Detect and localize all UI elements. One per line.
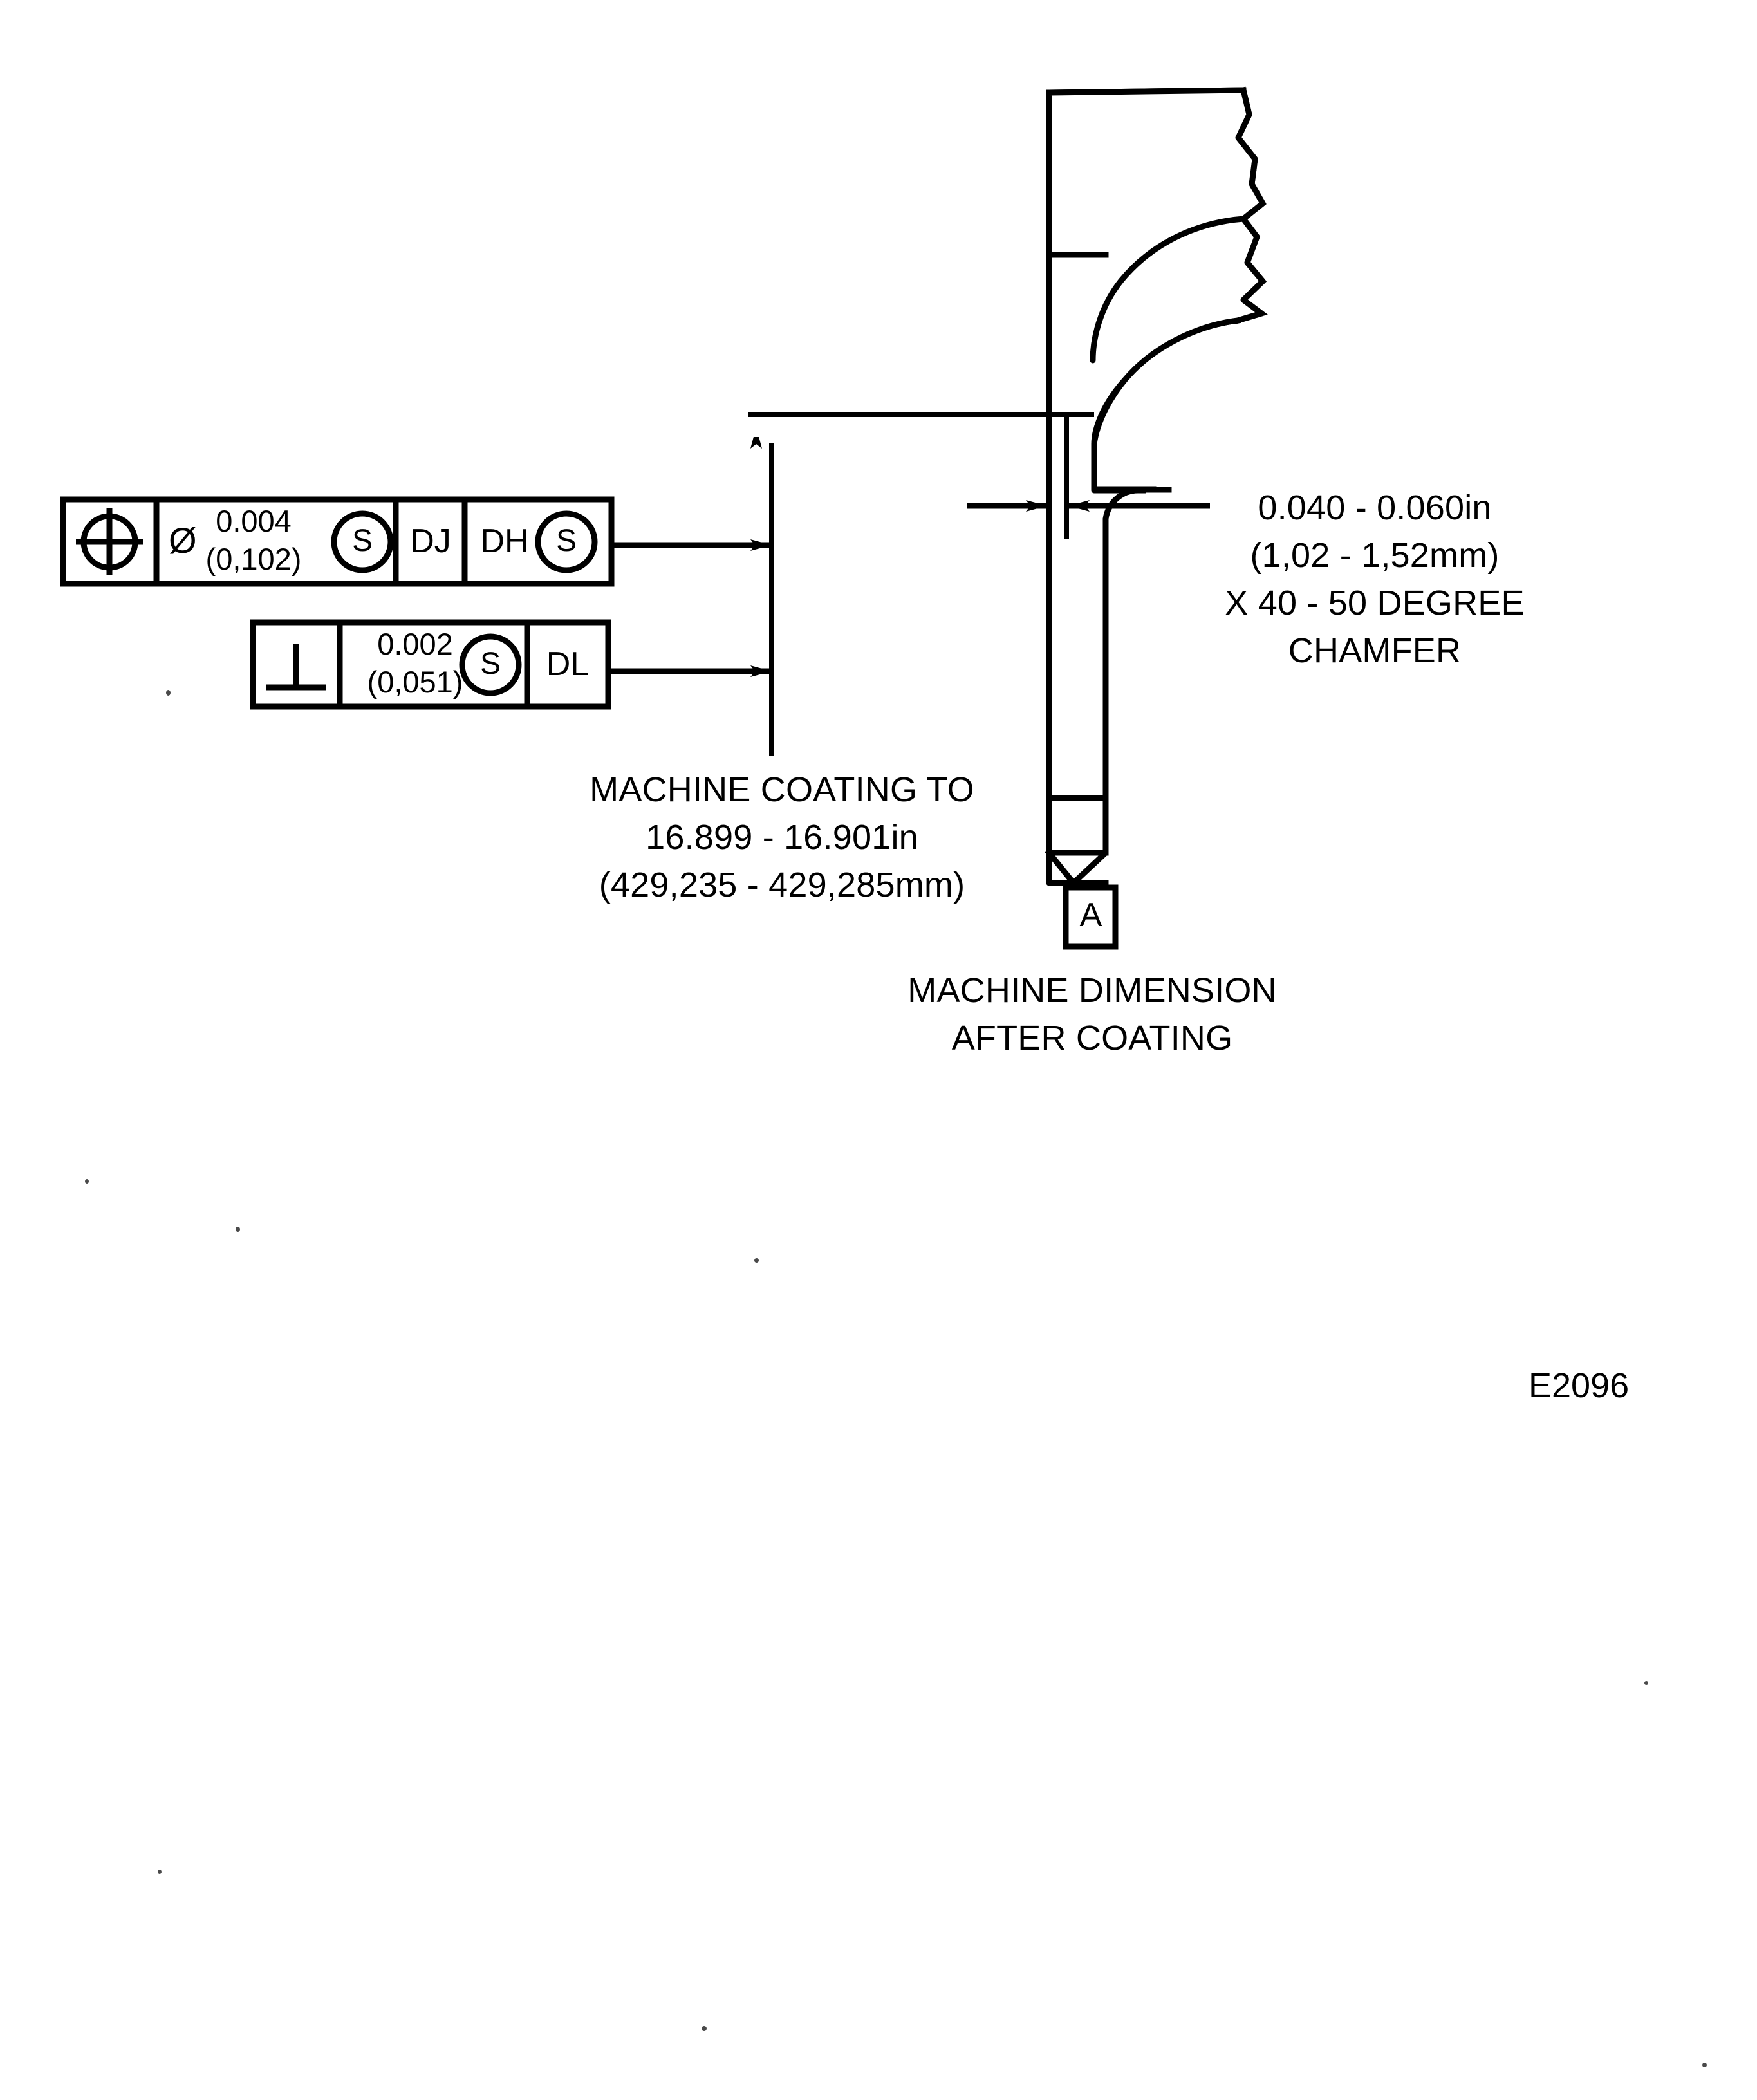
scan-speck <box>166 690 171 696</box>
figure-id-label: E2096 <box>1529 1366 1630 1405</box>
scan-speck <box>158 1870 162 1874</box>
position-datum-dh: DH <box>480 523 529 560</box>
position-material-modifier: S <box>351 524 373 558</box>
scan-speck <box>1702 2063 1707 2067</box>
part-inner-arc <box>1090 216 1247 364</box>
modifier-circle-s-3 <box>459 633 522 696</box>
perpendicularity-datum-dl: DL <box>546 646 590 683</box>
machine-dimension-note-line-2: AFTER COATING <box>951 1019 1233 1057</box>
modifier-circle-s-1 <box>331 510 394 573</box>
machine-coating-note-line-1: MACHINE COATING TO <box>590 770 974 809</box>
machine-coating-note-line-2: 16.899 - 16.901in <box>646 818 918 857</box>
machine-coating-note-line-3: (429,235 - 429,285mm) <box>599 866 965 904</box>
scan-speck <box>85 1179 89 1184</box>
part-leg-dividers <box>1046 252 1109 856</box>
part-bottom-chamfer <box>1045 848 1109 886</box>
scan-speck <box>236 1227 240 1232</box>
datum-a-box <box>1063 884 1119 950</box>
datum-a-label: A <box>1079 897 1102 934</box>
position-true-position-icon <box>76 508 143 575</box>
chamfer-note-line-1: 0.040 - 0.060in <box>1258 488 1492 527</box>
chamfer-note-line-2: (1,02 - 1,52mm) <box>1250 536 1500 575</box>
perpendicularity-material-modifier: S <box>479 647 501 681</box>
position-tolerance-mm: (0,102) <box>205 542 302 576</box>
chamfer-note-line-3: X 40 - 50 DEGREE <box>1225 584 1525 622</box>
machine-dimension-note-line-1: MACHINE DIMENSION <box>907 971 1277 1010</box>
modifier-circle-s-2 <box>535 510 598 573</box>
diameter-symbol: Ø <box>169 520 197 561</box>
scan-speck <box>754 1258 759 1263</box>
position-datum-dj: DJ <box>410 523 451 560</box>
position-datum-dh-modifier: S <box>555 524 577 558</box>
scan-speck <box>702 2026 707 2031</box>
perpendicularity-tolerance-inch: 0.002 <box>377 627 453 661</box>
perpendicularity-tolerance-mm: (0,051) <box>367 665 463 699</box>
perpendicularity-frame-box[interactable] <box>250 619 611 710</box>
scan-speck <box>1644 1681 1648 1685</box>
position-frame-box[interactable] <box>60 496 615 587</box>
chamfer-note-line-4: CHAMFER <box>1288 631 1462 670</box>
chamfer-extension-lines <box>1046 416 1069 539</box>
perpendicularity-icon <box>266 644 326 691</box>
position-tolerance-inch: 0.004 <box>216 504 292 538</box>
part-profile <box>1046 87 1266 886</box>
